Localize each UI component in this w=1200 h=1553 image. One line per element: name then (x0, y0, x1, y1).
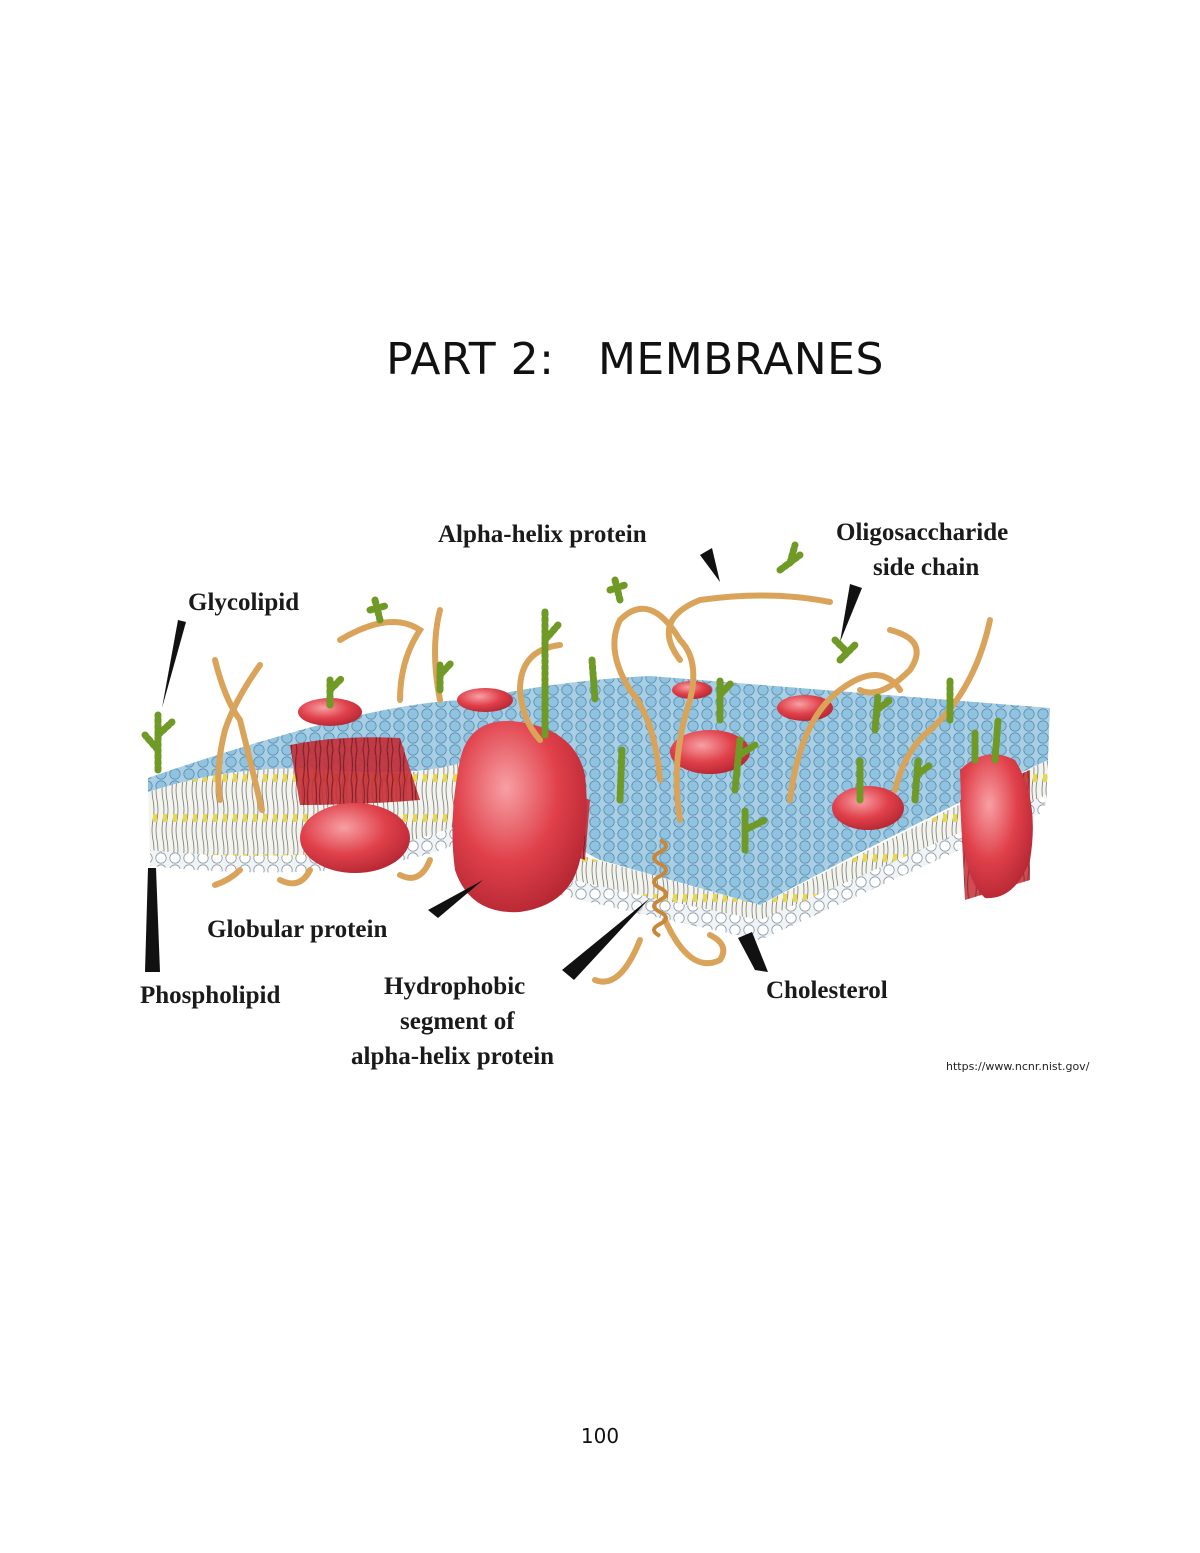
label-oligosaccharide-line2: side chain (873, 554, 979, 581)
oligosaccharide-pointer (840, 584, 862, 642)
oligosaccharide-chains (141, 541, 1002, 854)
alpha-helix-pointer (700, 548, 720, 582)
label-hydrophobic-line3: alpha-helix protein (351, 1043, 554, 1070)
label-pointers (145, 548, 862, 980)
globular-proteins (298, 681, 1033, 913)
hydrophobic-pointer (562, 898, 650, 980)
phospholipid-bilayer (148, 676, 1050, 940)
label-hydrophobic-line1: Hydrophobic (384, 973, 525, 1000)
label-cholesterol: Cholesterol (766, 977, 888, 1004)
label-globular-protein: Globular protein (207, 916, 387, 943)
cholesterol-pointer (738, 932, 768, 972)
image-credit: https://www.ncnr.nist.gov/ (946, 1060, 1090, 1073)
label-alpha-helix-protein: Alpha-helix protein (438, 521, 647, 548)
label-phospholipid: Phospholipid (140, 982, 280, 1009)
protein-strands (212, 592, 993, 985)
label-oligosaccharide-line1: Oligosaccharide (836, 519, 1008, 546)
globular-protein-pointer (428, 880, 483, 918)
page-title: PART 2: MEMBRANES (386, 334, 884, 385)
alpha-helix-coil (652, 838, 668, 938)
page-number: 100 (580, 1424, 620, 1448)
label-glycolipid: Glycolipid (188, 589, 299, 616)
label-hydrophobic-line2: segment of (400, 1008, 515, 1035)
phospholipid-pointer (145, 868, 160, 972)
glycolipid-pointer (162, 620, 186, 708)
